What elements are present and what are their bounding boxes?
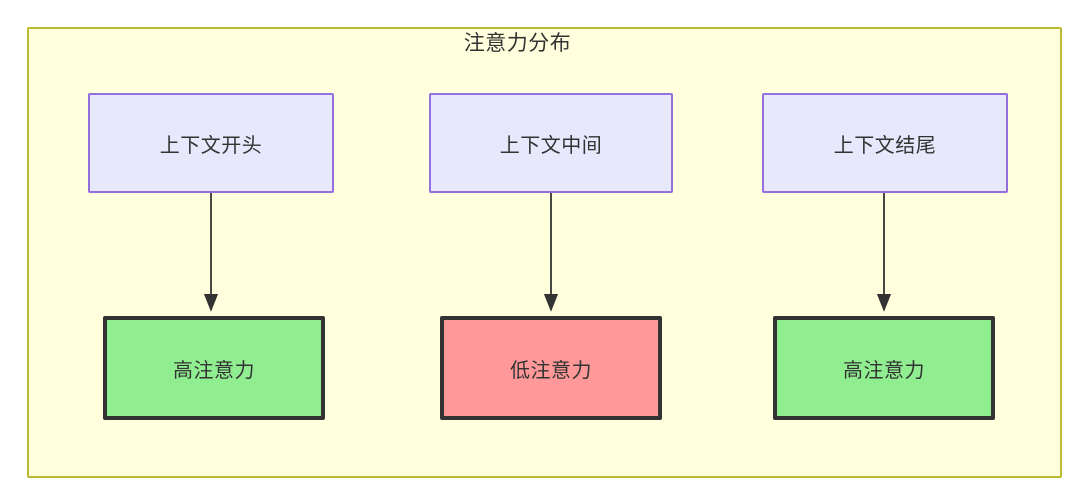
cluster-title: 注意力分布 [463, 32, 572, 55]
node-attention-low-middle[interactable]: 低注意力 [440, 316, 662, 420]
node-attention-high-right[interactable]: 高注意力 [773, 316, 995, 420]
node-context-middle[interactable]: 上下文中间 [429, 93, 673, 193]
node-context-start[interactable]: 上下文开头 [88, 93, 334, 193]
node-attention-high-left[interactable]: 高注意力 [103, 316, 325, 420]
node-context-end[interactable]: 上下文结尾 [762, 93, 1008, 193]
